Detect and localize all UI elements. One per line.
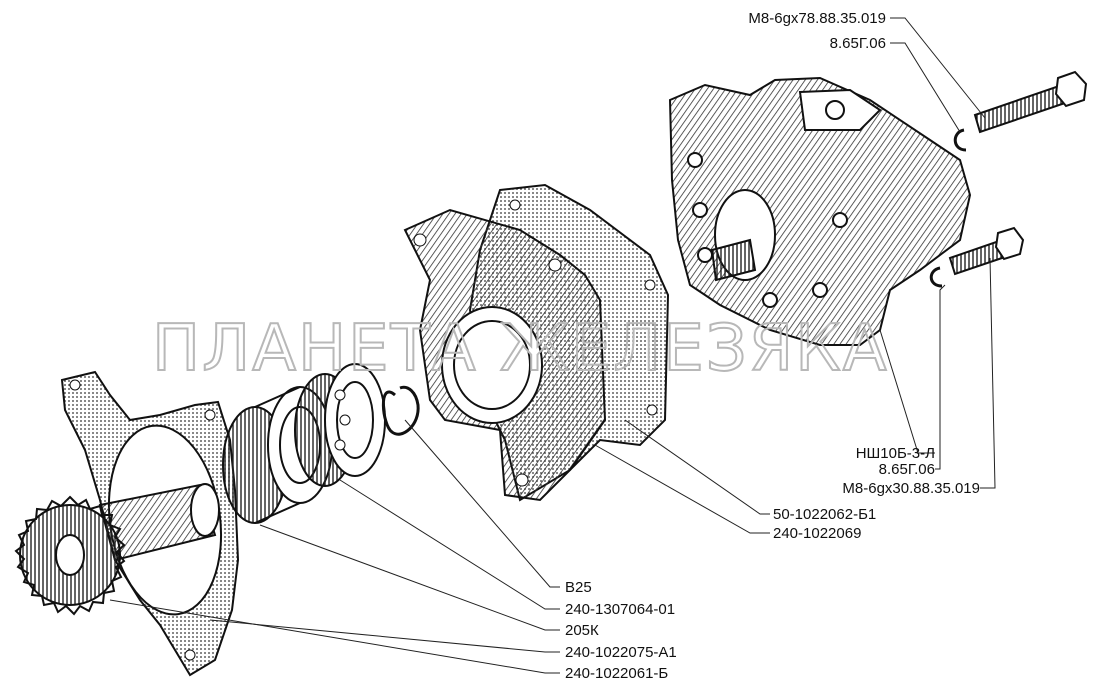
gear-shaft bbox=[14, 483, 220, 616]
label-gear: 240-1022061-Б bbox=[565, 665, 668, 682]
label-pump: НШ10Б-3-Л bbox=[856, 445, 935, 462]
label-washer-bottom: 8.65Г.06 bbox=[879, 461, 935, 478]
label-ring: 240-1307064-01 bbox=[565, 601, 675, 618]
leader-lines bbox=[109, 17, 996, 674]
short-bolt bbox=[929, 226, 1025, 288]
label-washer-top: 8.65Г.06 bbox=[830, 35, 886, 52]
housing bbox=[403, 208, 607, 502]
label-bolt-short: М8-6gх30.88.35.019 bbox=[842, 480, 980, 497]
label-gasket-pump: 50-1022062-Б1 bbox=[773, 506, 876, 523]
label-housing: 240-1022069 bbox=[773, 525, 861, 542]
label-gasket-drive: 240-1022075-А1 bbox=[565, 644, 677, 661]
label-bolt-long: М8-6gх78.88.35.019 bbox=[748, 10, 886, 27]
long-bolt bbox=[953, 70, 1088, 152]
watermark-text: ПЛАНЕТА ЖЕЛЕЗЯКА bbox=[152, 312, 888, 386]
gear-pump bbox=[668, 76, 972, 346]
spacer-ring bbox=[294, 363, 386, 487]
label-bearing: 205К bbox=[565, 622, 599, 639]
circlip bbox=[381, 385, 420, 436]
part-labels: М8-6gх78.88.35.019 8.65Г.06 НШ10Б-3-Л 8.… bbox=[565, 10, 980, 682]
label-circlip: В25 bbox=[565, 579, 592, 596]
